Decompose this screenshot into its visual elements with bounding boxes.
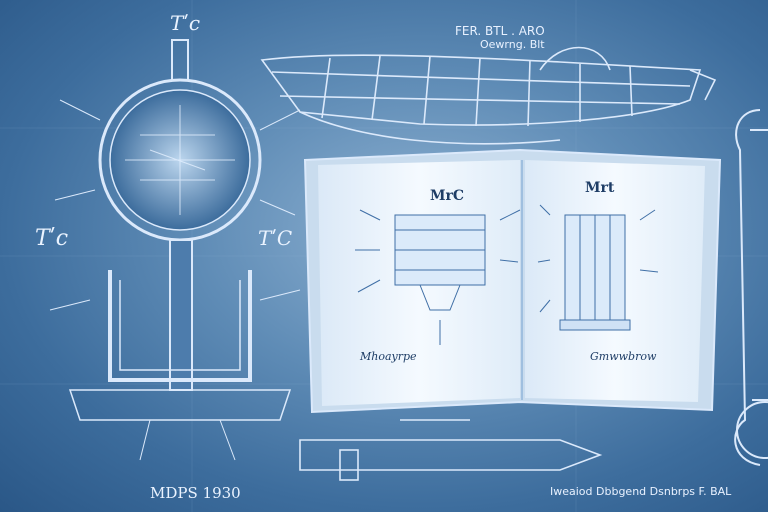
bottom-right-caption: Iweaiod Dbbgend Dsnbrps F. BAL	[550, 485, 732, 498]
right-page-diagram	[537, 204, 659, 331]
top-right-line1: FER. BTL . ARO	[455, 24, 545, 38]
open-book	[303, 148, 722, 414]
airship-drawing	[260, 46, 717, 145]
magnifier-drawing	[49, 39, 301, 461]
right-apparatus-drawing	[734, 109, 768, 466]
right-title: TʹC	[258, 226, 292, 250]
left-title: Tʹc	[35, 226, 68, 251]
book-left-heading: MrC	[430, 188, 464, 204]
top-center-title: Tʹc	[170, 11, 200, 35]
top-right-line2: Oewrng. Blt	[480, 38, 545, 51]
bottom-rod-drawing	[299, 419, 603, 481]
book-right-signature: Gmwwbrow	[590, 350, 657, 363]
book-left-signature: Mhoayrpe	[359, 350, 417, 363]
book-right-heading: Mrt	[585, 180, 615, 196]
bottom-left-caption: MDPS 1930	[150, 484, 241, 502]
left-page-diagram	[355, 209, 521, 345]
